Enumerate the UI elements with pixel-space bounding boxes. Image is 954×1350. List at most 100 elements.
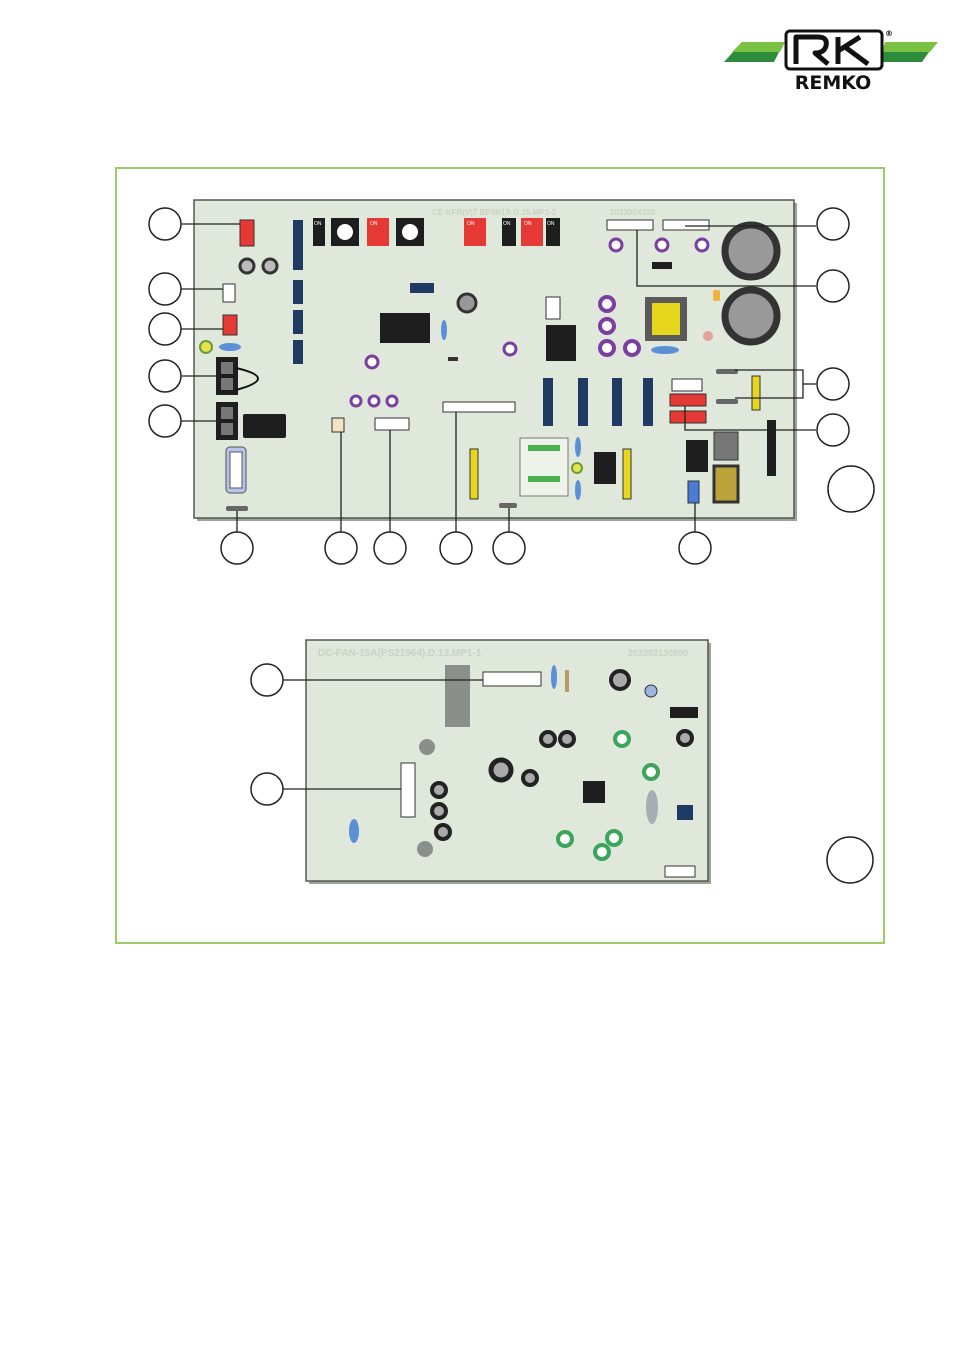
- rotary-dial: [402, 224, 418, 240]
- dip-switch-black: [502, 218, 516, 246]
- resistor-bottom: [499, 503, 517, 508]
- dip-switch-red: [521, 218, 543, 246]
- callout-circle: [220, 531, 254, 565]
- black-capacitor: [539, 730, 557, 748]
- resistor-bottom: [226, 506, 248, 511]
- resistor-side: [716, 369, 738, 374]
- purple-cap: [694, 237, 710, 253]
- dip-switch-label: ON: [547, 221, 555, 227]
- upper-board-silk-code: 202305X220: [610, 208, 656, 217]
- purple-cap: [385, 394, 399, 408]
- power-capacitor: [712, 464, 740, 504]
- blue-capacitor: [575, 480, 581, 500]
- terminal-block-1-slot: [221, 362, 233, 374]
- yellow-component: [622, 448, 632, 500]
- lower-board-silk-code: 202302130890: [628, 648, 688, 658]
- resistor-side: [716, 399, 738, 404]
- blue-capacitor: [651, 346, 679, 354]
- upper-board: CE-KFR(V)7 BP3N1X-D.15.MP1-2 202305X220 …: [193, 199, 797, 521]
- blue-capacitor: [551, 665, 557, 689]
- lower-board-silk-title: DC-FAN-15A(PS21964).D.13.MP1-1: [318, 648, 482, 659]
- regulator-black: [546, 325, 576, 361]
- black-capacitor: [558, 730, 576, 748]
- green-capacitor: [556, 830, 574, 848]
- relay-black: [686, 440, 708, 472]
- callout-circle-large: [827, 465, 875, 513]
- purple-cap: [367, 394, 381, 408]
- black-capacitor: [430, 781, 448, 799]
- callout-circle: [816, 413, 850, 447]
- callout-circle: [678, 531, 712, 565]
- connector-red-pair: [669, 393, 707, 407]
- callout-circle: [148, 207, 182, 241]
- blue-capacitor: [441, 320, 447, 340]
- fuse: [229, 451, 243, 489]
- transformer-coil: [652, 303, 680, 335]
- callout-circle: [148, 404, 182, 438]
- blue-led: [644, 684, 658, 698]
- upper-board-silk-title: CE-KFR(V)7 BP3N1X-D.15.MP1-2: [432, 208, 557, 217]
- header-strip: [293, 310, 303, 334]
- blue-capacitor: [349, 819, 359, 843]
- driver-chip: [583, 781, 605, 803]
- callout-circle: [816, 207, 850, 241]
- relay-black: [243, 414, 286, 438]
- gray-hole: [419, 739, 435, 755]
- gray-capacitor: [646, 790, 658, 824]
- small-ic: [677, 805, 693, 820]
- terminal-block-2-slot: [221, 423, 233, 435]
- purple-cap: [502, 341, 518, 357]
- logo-wordmark: REMKO: [795, 72, 872, 94]
- remko-logo: REMKO ®: [724, 29, 938, 94]
- ic-dip-socket: [612, 378, 622, 426]
- diagram-frame: [115, 167, 885, 944]
- green-capacitor: [642, 763, 660, 781]
- callout-circle: [148, 359, 182, 393]
- connector-cn1-red: [239, 219, 255, 247]
- black-capacitor: [609, 669, 631, 691]
- purple-cap-large: [598, 295, 616, 313]
- microcontroller-chip: [380, 313, 430, 343]
- callout-circle-large: [826, 836, 874, 884]
- logo-stripe-right: [882, 42, 938, 52]
- terminal-block-1-slot: [221, 378, 233, 390]
- callout-circle: [492, 531, 526, 565]
- connector-small-white: [331, 417, 345, 433]
- rotary-dial: [337, 224, 353, 240]
- logo-rk-mark: [793, 34, 870, 67]
- green-capacitor: [613, 730, 631, 748]
- dip-switch-label: ON: [467, 221, 475, 227]
- gray-module: [445, 665, 470, 727]
- callout-circle: [250, 663, 284, 697]
- connector-4pin-white: [662, 219, 710, 231]
- dip-switch-red: [367, 218, 389, 246]
- ic-dip-socket: [543, 378, 553, 426]
- callout-circle: [148, 312, 182, 346]
- terminal-block-2-slot: [221, 407, 233, 419]
- small-header: [410, 283, 434, 293]
- leader-line: [636, 230, 816, 287]
- mount-hole: [261, 257, 279, 275]
- yellow-dot: [571, 462, 583, 474]
- yellow-component: [469, 448, 479, 500]
- black-capacitor: [434, 823, 452, 841]
- yellow-dot: [199, 340, 213, 354]
- callout-circle: [373, 531, 407, 565]
- header-strip: [293, 220, 303, 270]
- black-capacitor: [521, 769, 539, 787]
- small-black-part: [652, 262, 672, 269]
- blue-capacitor: [219, 343, 241, 351]
- orange-fuse: [713, 290, 720, 301]
- long-black-part: [767, 420, 776, 476]
- lower-board: DC-FAN-15A(PS21964).D.13.MP1-1 202302130…: [305, 639, 711, 884]
- heatsink-green-stripe: [528, 476, 560, 482]
- large-electrolytic-cap: [721, 286, 781, 346]
- dip-switch-red: [464, 218, 486, 246]
- purple-cap-large: [598, 339, 616, 357]
- large-electrolytic-cap: [721, 221, 781, 281]
- connector-4pin-white: [606, 219, 654, 231]
- pink-varistor: [703, 331, 713, 341]
- connector-5pin-white: [482, 671, 542, 687]
- resistor: [565, 670, 569, 692]
- green-capacitor: [605, 829, 623, 847]
